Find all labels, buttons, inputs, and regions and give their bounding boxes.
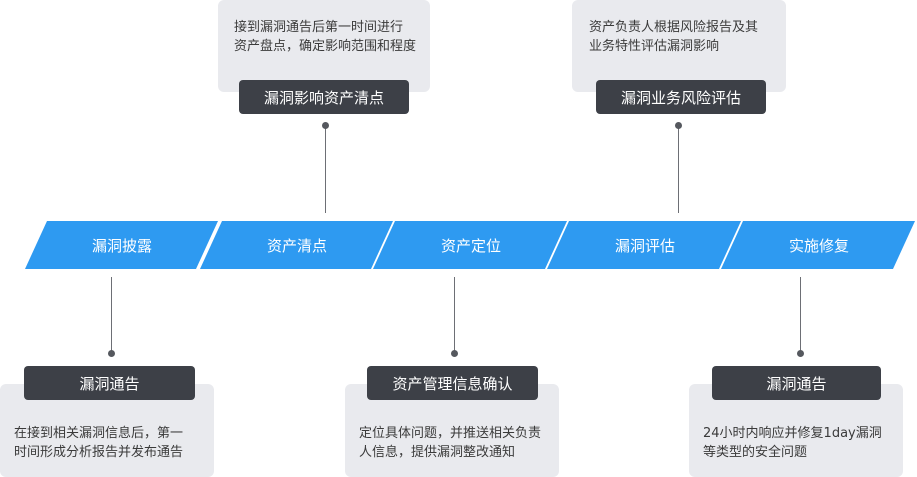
step-shape — [25, 221, 218, 269]
step-vuln-assessment: 漏洞评估 — [614, 236, 675, 255]
step-asset-inventory: 资产清点 — [266, 236, 327, 255]
connector-dot — [322, 122, 329, 129]
step-asset-location: 资产定位 — [440, 236, 501, 255]
step-shape — [200, 221, 393, 269]
top-card-description: 接到漏洞通告后第一时间进行 资产盘点，确定影响范围和程度 — [234, 20, 417, 54]
top-card-asset-inventory: 接到漏洞通告后第一时间进行 资产盘点，确定影响范围和程度 — [218, 0, 430, 92]
step-shape — [547, 221, 741, 269]
connector-dot — [451, 350, 458, 357]
bottom-label-asset-confirm: 资产管理信息确认 — [367, 366, 538, 400]
top-card-description: 资产负责人根据风险报告及其 业务特性评估漏洞影响 — [589, 20, 759, 54]
connector-line — [678, 125, 679, 213]
bottom-label-remediation-notice: 漏洞通告 — [712, 366, 881, 400]
top-label-risk-assessment: 漏洞业务风险评估 — [596, 80, 766, 114]
connector-line — [111, 277, 112, 353]
connector-line — [454, 277, 455, 353]
step-shape — [373, 221, 567, 269]
step-vuln-disclosure: 漏洞披露 — [91, 236, 152, 255]
bottom-card-description: 24小时内响应并修复1day漏洞 等类型的安全问题 — [703, 426, 882, 460]
top-card-risk-assessment: 资产负责人根据风险报告及其 业务特性评估漏洞影响 — [572, 0, 786, 92]
connector-dot — [108, 350, 115, 357]
connector-line — [325, 125, 326, 213]
step-shape — [721, 221, 915, 269]
bottom-card-description: 定位具体问题，并推送相关负责 人信息，提供漏洞整改通知 — [359, 426, 542, 460]
bottom-card-description: 在接到相关漏洞信息后，第一 时间形成分析报告并发布通告 — [14, 426, 184, 460]
connector-line — [800, 277, 801, 353]
connector-dot — [675, 122, 682, 129]
top-label-asset-inventory: 漏洞影响资产清点 — [239, 80, 409, 114]
bottom-label-vuln-notice: 漏洞通告 — [24, 366, 195, 400]
step-remediation: 实施修复 — [788, 236, 849, 255]
connector-dot — [797, 350, 804, 357]
